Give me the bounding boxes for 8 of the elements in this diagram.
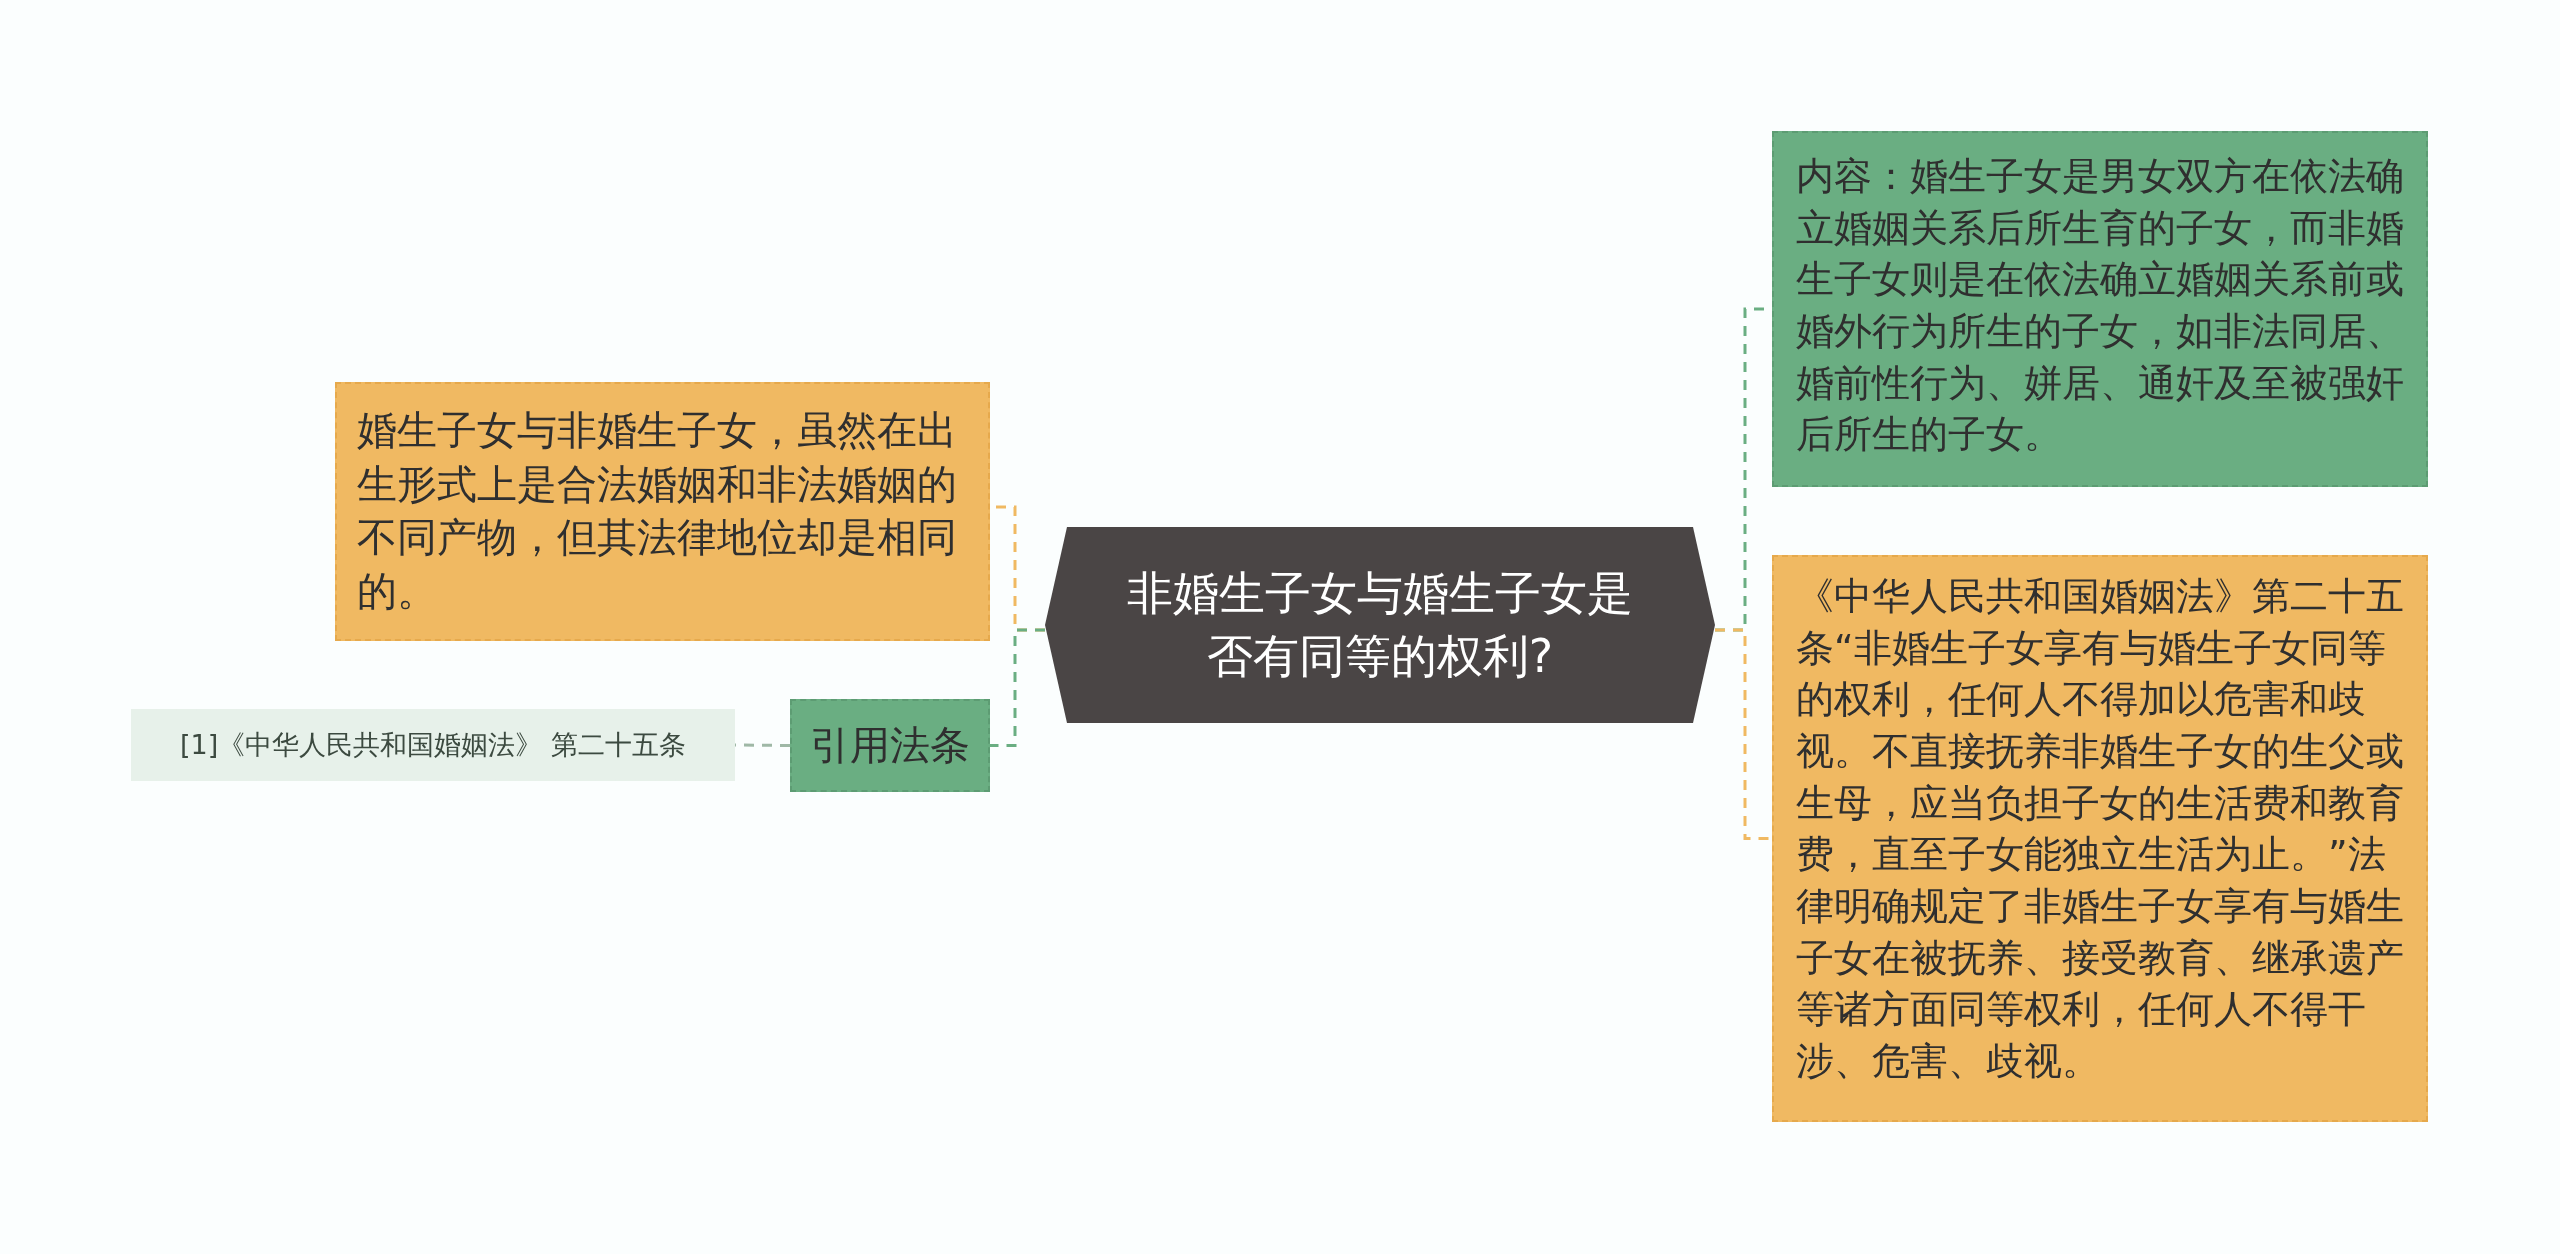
citation-box: [1]《中华人民共和国婚姻法》 第二十五条 xyxy=(131,709,735,781)
note-box: 内容：婚生子女是男女双方在依法确立婚姻关系后所生育的子女，而非婚生子女则是在依法确立婚姻关系前或婚外行为所生的子女，如非法同居、婚前性行为、姘居、通奸及至被强奸后所生的子女。 xyxy=(1772,131,2428,487)
note-box: 婚生子女与非婚生子女，虽然在出生形式上是合法婚姻和非法婚姻的不同产物，但其法律地位却是相同的。 xyxy=(335,382,990,641)
topic-box: 非婚生子女与婚生子女是否有同等的权利? xyxy=(1045,527,1715,723)
note-box: 《中华人民共和国婚姻法》第二十五条“非婚生子女享有与婚生子女同等的权利，任何人不得加以危害和歧视。不直接抚养非婚生子女的生父或生母，应当负担子女的生活费和教育费，直至子女能独立生活为止。”法律明确规定了非婚生子女享有与婚生子女在被抚养、接受教育、继承遗产等诸方面同等权利，任何人不得干涉、危害、歧视。 xyxy=(1772,555,2428,1122)
connector xyxy=(1715,628,1772,840)
label-box: 引用法条 xyxy=(790,699,990,792)
connector xyxy=(990,628,1045,747)
